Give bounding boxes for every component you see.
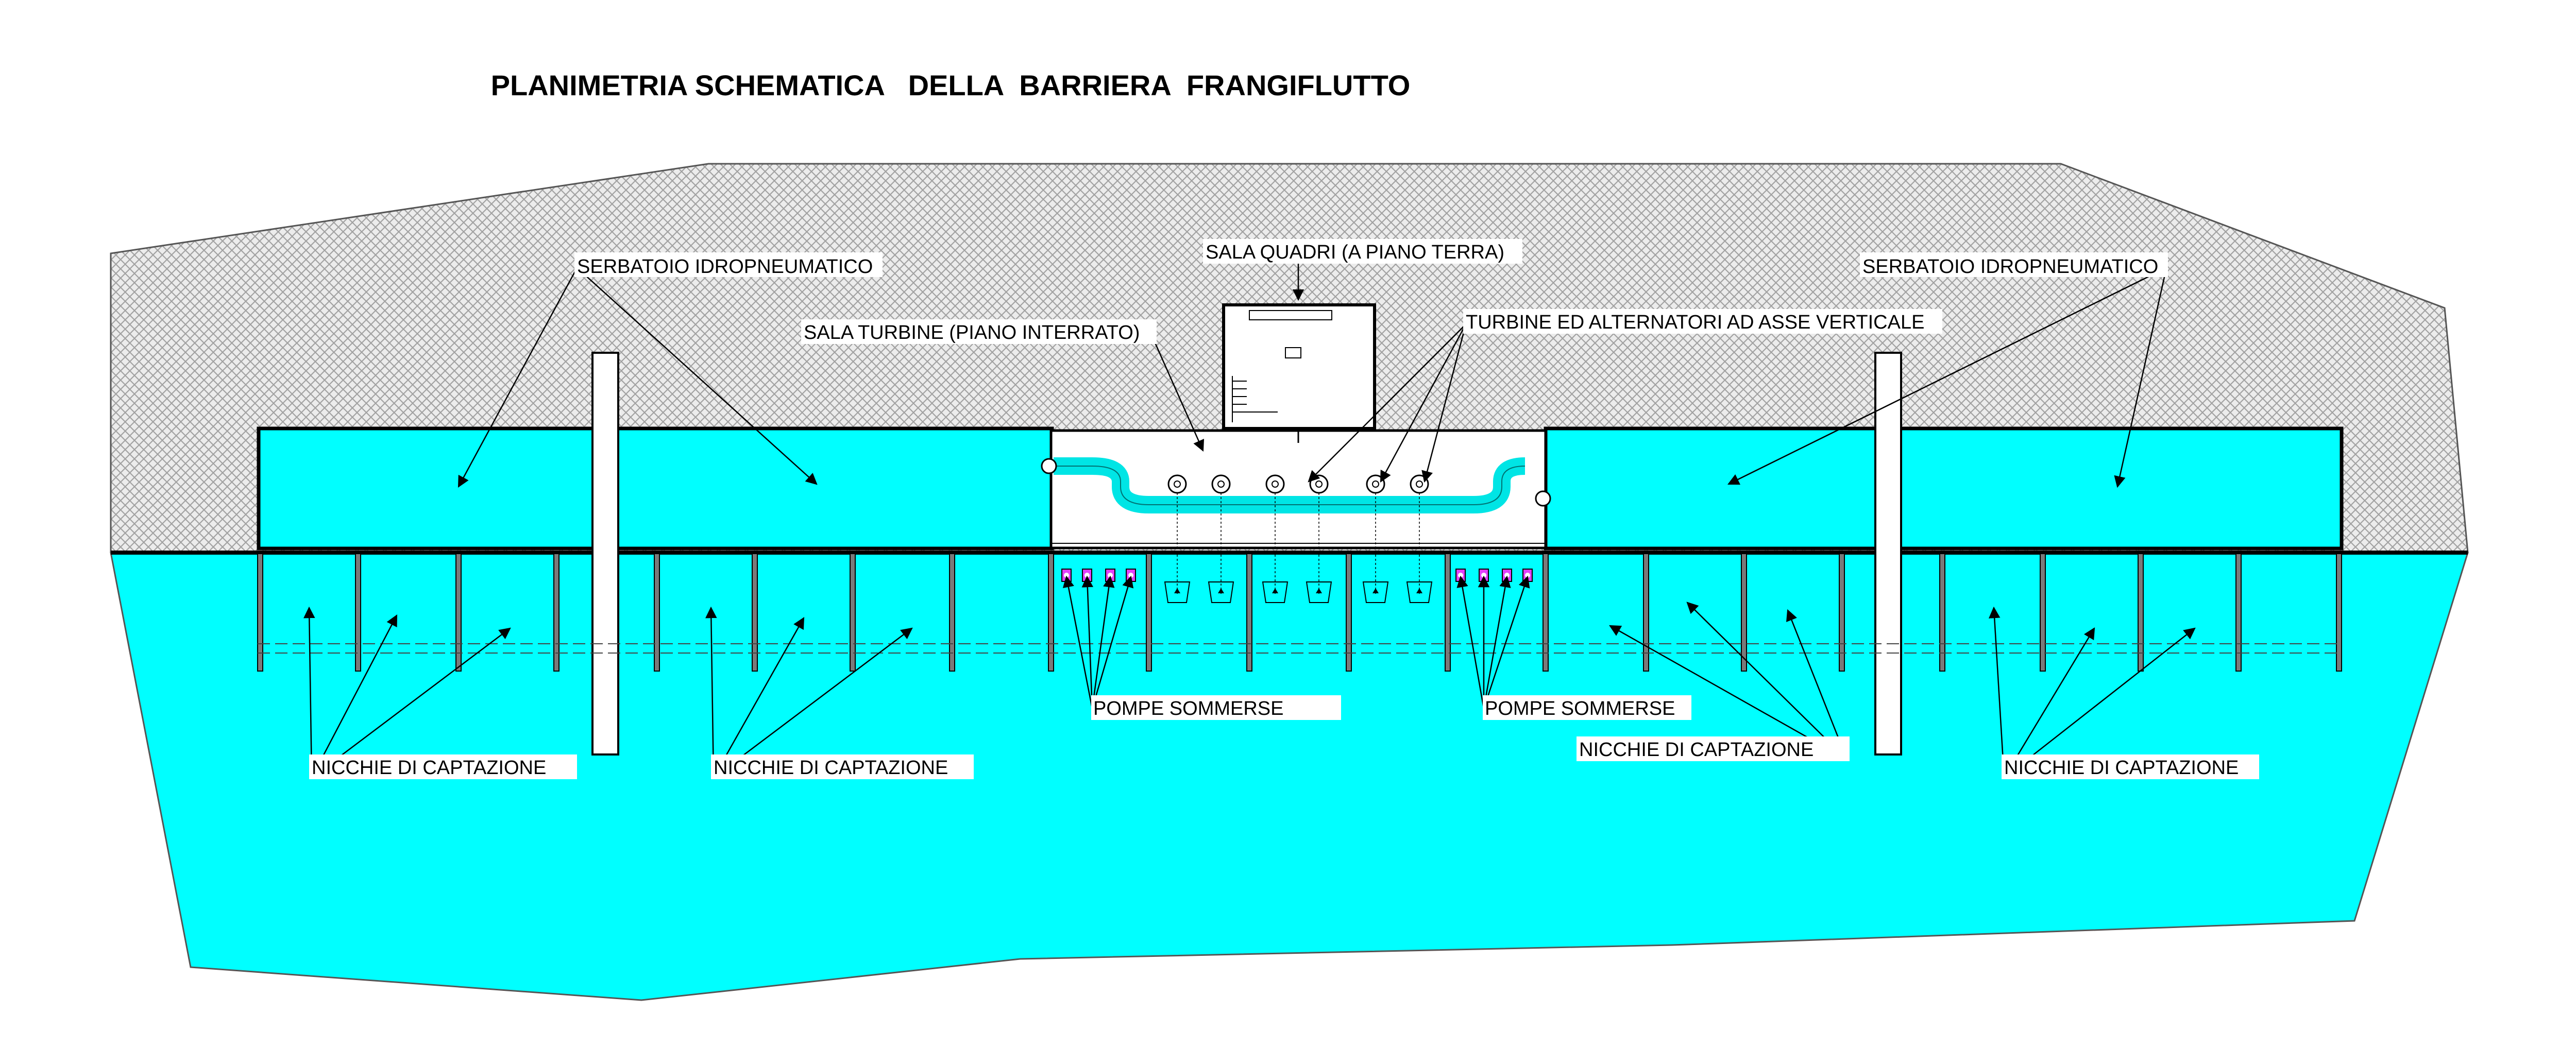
label-nicchie-4: NICCHIE DI CAPTAZIONE (2004, 757, 2239, 779)
discharge-outlet (1406, 581, 1433, 603)
turbine-icon (1211, 474, 1231, 494)
niche-wall (654, 553, 660, 672)
niche-wall (1839, 553, 1845, 672)
discharge-outlet (1208, 581, 1234, 603)
label-pompe-right: POMPE SOMMERSE (1485, 698, 1675, 719)
niche-wall (752, 553, 758, 672)
niche-wall (553, 553, 560, 672)
niche-wall (2040, 553, 2046, 672)
turbine-core (1372, 480, 1379, 488)
labels: SERBATOIO IDROPNEUMATICO SERBATOIO IDROP… (309, 239, 2259, 779)
discharge-outlet (1306, 581, 1332, 603)
discharge-arrow-icon (1218, 588, 1224, 593)
niche-wall (1445, 553, 1451, 672)
turbine-core (1416, 480, 1423, 488)
niche-wall (2336, 553, 2342, 672)
discharge-outlet (1164, 581, 1191, 603)
niche-walls (257, 553, 2342, 672)
tank-right (1544, 426, 2344, 551)
page-title: PLANIMETRIA SCHEMATICA DELLA BARRIERA FR… (491, 69, 1411, 101)
control-room (1222, 303, 1376, 430)
turbine-icon (1265, 474, 1285, 494)
label-serbatoio-left: SERBATOIO IDROPNEUMATICO (577, 256, 873, 278)
tank-left (257, 426, 1054, 551)
discharge-arrow-icon (1272, 588, 1278, 593)
label-sala-turbine: SALA TURBINE (PIANO INTERRATO) (804, 322, 1140, 344)
turbine-hall-inlet-left (1041, 458, 1057, 474)
label-nicchie-3: NICCHIE DI CAPTAZIONE (1579, 739, 1814, 761)
discharge-outlet (1362, 581, 1389, 603)
turbine-hall-inlet-right (1535, 490, 1551, 507)
niche-wall (2235, 553, 2242, 672)
niche-wall (1246, 553, 1252, 672)
label-sala-quadri: SALA QUADRI (A PIANO TERRA) (1206, 242, 1504, 263)
pier-left (591, 352, 619, 756)
discharge-arrow-icon (1316, 588, 1322, 593)
turbine-icon (1366, 474, 1385, 494)
niche-wall (1346, 553, 1352, 672)
discharge-arrow-icon (1372, 588, 1379, 593)
discharge-arrow-icon (1174, 588, 1180, 593)
turbine-icon (1167, 474, 1187, 494)
label-pompe-left: POMPE SOMMERSE (1093, 698, 1284, 719)
label-turbine: TURBINE ED ALTERNATORI AD ASSE VERTICALE (1466, 312, 1924, 333)
niche-wall (1939, 553, 1945, 672)
niche-wall (355, 553, 361, 672)
pier-right (1874, 352, 1902, 756)
niche-wall (1048, 553, 1054, 672)
turbines-group (1164, 474, 1433, 603)
label-nicchie-1: NICCHIE DI CAPTAZIONE (312, 757, 546, 779)
niche-wall (850, 553, 856, 672)
niche-wall (257, 553, 263, 672)
label-serbatoio-right: SERBATOIO IDROPNEUMATICO (1862, 256, 2158, 278)
niche-wall (949, 553, 955, 672)
niche-wall (1643, 553, 1649, 672)
turbine-core (1217, 480, 1225, 488)
turbine-core (1272, 480, 1279, 488)
turbine-core (1174, 480, 1181, 488)
label-nicchie-2: NICCHIE DI CAPTAZIONE (714, 757, 948, 779)
niche-wall (1146, 553, 1152, 672)
discharge-arrow-icon (1416, 588, 1422, 593)
niche-wall (1741, 553, 1747, 672)
discharge-outlet (1262, 581, 1289, 603)
niche-wall (455, 553, 462, 672)
niche-wall (1543, 553, 1549, 672)
